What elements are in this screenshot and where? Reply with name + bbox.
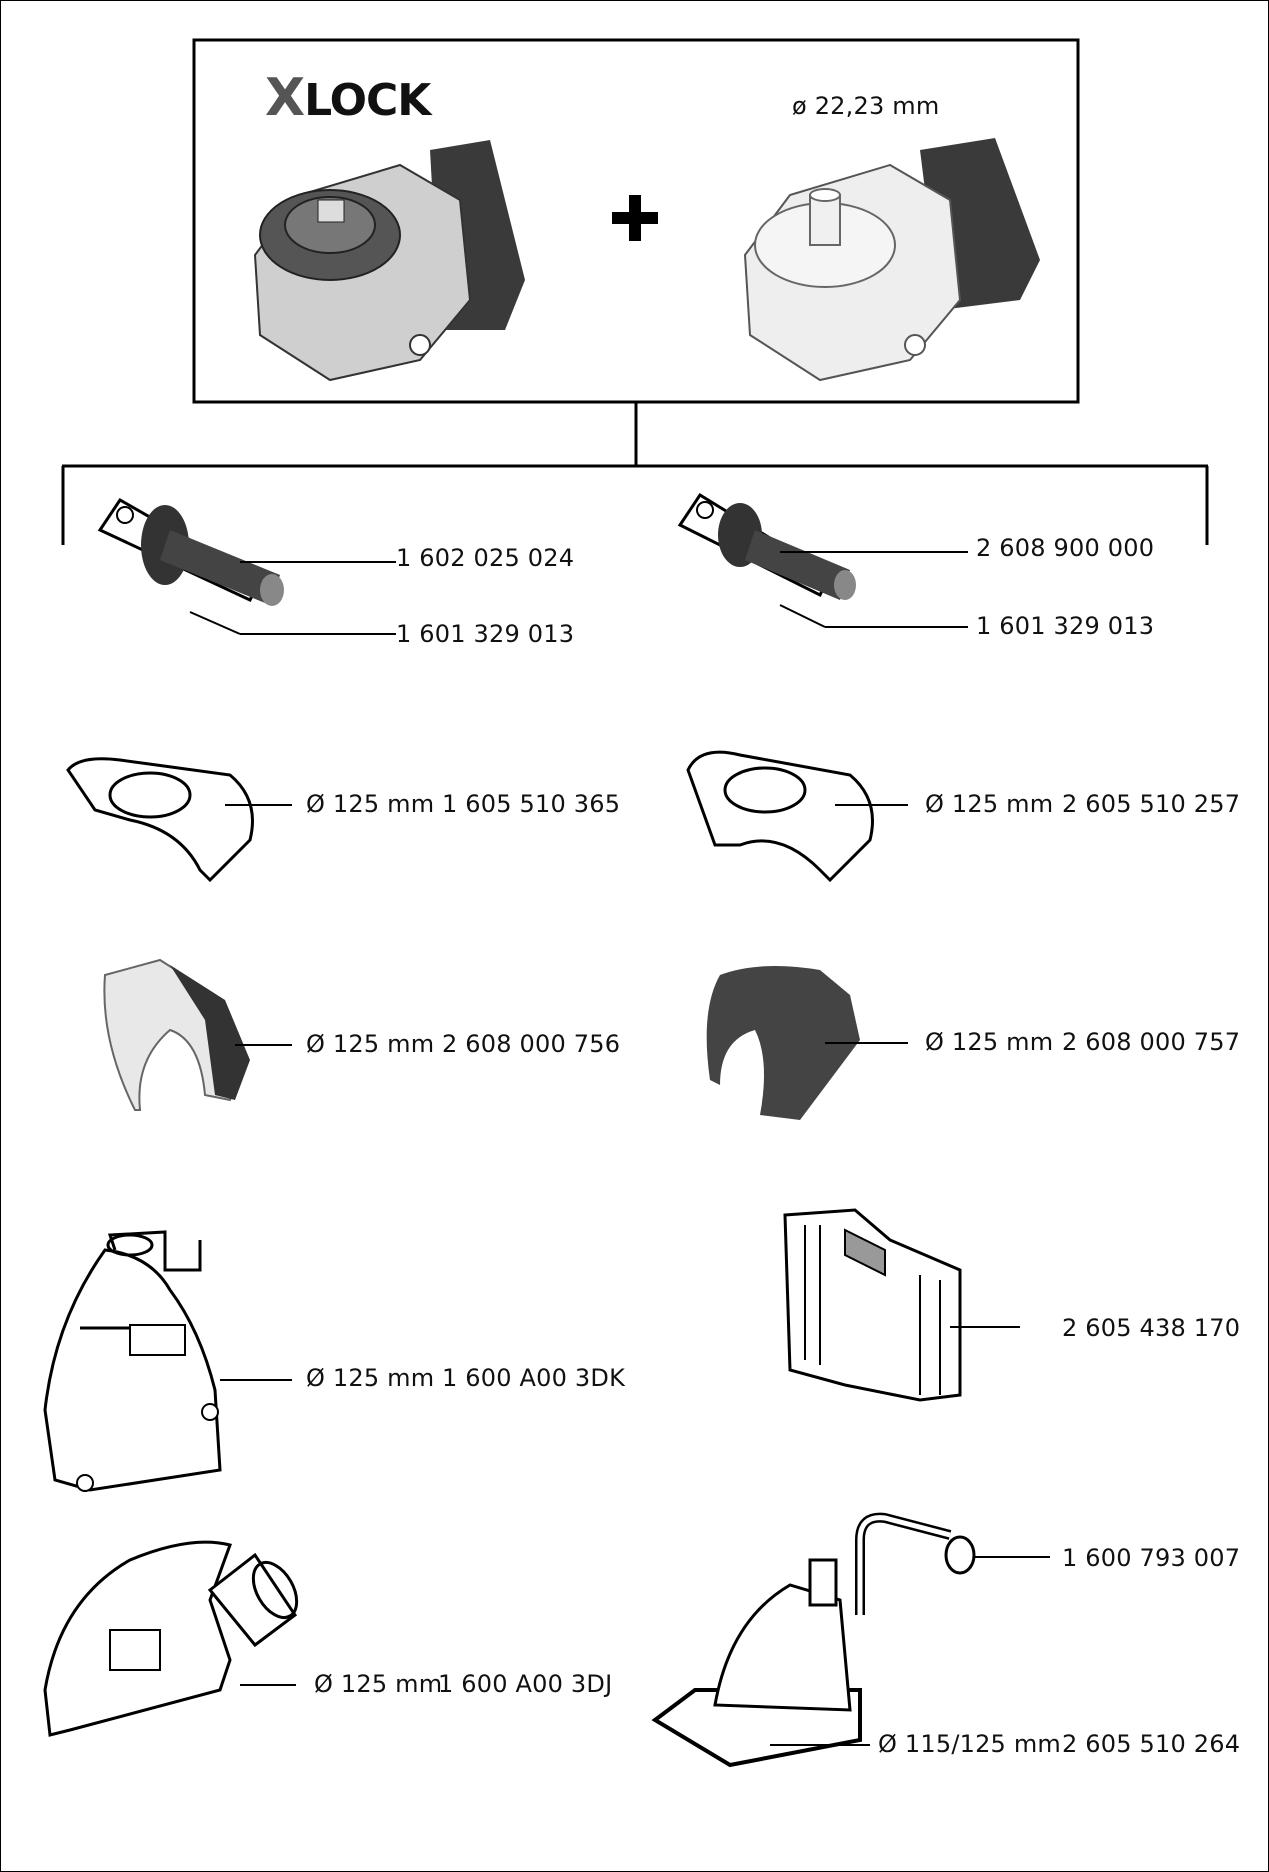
guard-icon	[103, 958, 292, 1111]
handle-icon	[97, 498, 396, 635]
plus-icon	[612, 195, 658, 241]
part-number: 1 605 510 365	[442, 790, 621, 818]
part-number: 1 602 025 024	[396, 544, 575, 572]
xlock-logo: XLOCK	[265, 68, 431, 128]
guard-icon	[686, 750, 908, 883]
cutting-guide-icon	[651, 1512, 1050, 1768]
part-number: 1 600 A00 3DJ	[438, 1670, 613, 1698]
diameter-label: ø 22,23 mm	[792, 92, 940, 120]
part-number: 2 605 438 170	[1062, 1314, 1241, 1342]
handle-icon	[677, 492, 968, 628]
guard-icon	[66, 757, 292, 883]
size-label: Ø 125 mm	[306, 790, 435, 818]
part-number: 1 600 793 007	[1062, 1544, 1241, 1572]
size-label: Ø 115/125 mm	[878, 1730, 1062, 1758]
part-number: 2 605 510 264	[1062, 1730, 1241, 1758]
extraction-hood-icon	[43, 1540, 299, 1737]
carrying-case-icon	[783, 1208, 1020, 1402]
part-number: 1 601 329 013	[976, 612, 1155, 640]
size-label: Ø 125 mm	[306, 1030, 435, 1058]
grinder-standard-icon	[743, 138, 1040, 382]
size-label: Ø 125 mm	[925, 1028, 1054, 1056]
guard-icon	[706, 966, 908, 1120]
part-number: 2 605 510 257	[1062, 790, 1241, 818]
extraction-hood-icon	[43, 1230, 292, 1492]
size-label: Ø 125 mm	[306, 1364, 435, 1392]
part-number: 2 608 900 000	[976, 534, 1155, 562]
size-label: Ø 125 mm	[314, 1670, 443, 1698]
size-label: Ø 125 mm	[925, 790, 1054, 818]
grinder-xlock-icon	[253, 140, 525, 382]
part-number: 1 600 A00 3DK	[442, 1364, 626, 1392]
part-number: 1 601 329 013	[396, 620, 575, 648]
part-number: 2 608 000 756	[442, 1030, 621, 1058]
part-number: 2 608 000 757	[1062, 1028, 1241, 1056]
